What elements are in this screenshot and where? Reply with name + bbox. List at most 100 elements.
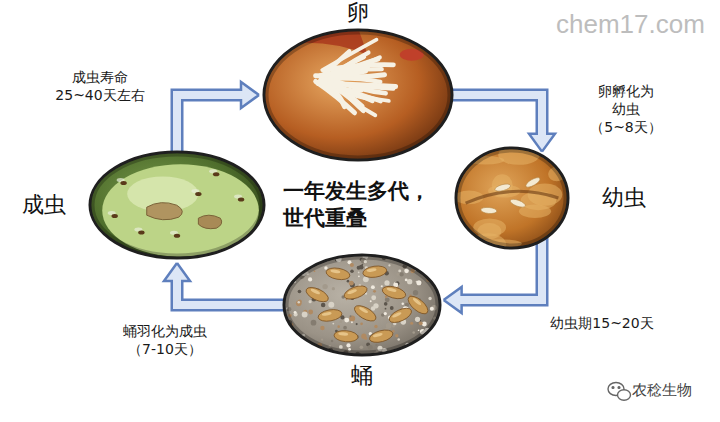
gravel [311, 320, 317, 326]
gravel [332, 323, 334, 325]
pupa-shine [412, 297, 422, 306]
gravel [412, 351, 416, 355]
pupa-shine [321, 312, 331, 317]
gravel [420, 348, 422, 350]
gravel [415, 317, 420, 322]
watermark: chem17.com [556, 8, 705, 42]
life-stage-circle: 蛹 [282, 253, 442, 357]
stage-name: 蛹 [351, 363, 373, 389]
larva-mark [494, 183, 511, 193]
gravel [281, 348, 284, 351]
gravel [358, 272, 360, 274]
fly-body [195, 192, 201, 196]
pupa-mark [387, 305, 413, 325]
arrow-shaft-fill [457, 95, 542, 135]
gravel [360, 322, 363, 325]
gravel [407, 279, 412, 284]
pupa-mark [342, 283, 368, 302]
gravel [332, 329, 334, 331]
gravel [349, 316, 355, 322]
pupa-shine [392, 311, 402, 318]
gravel [359, 265, 364, 270]
gravel [386, 323, 392, 329]
fly-body [213, 172, 219, 176]
circle-outline [284, 255, 440, 355]
gravel [435, 350, 439, 354]
gravel [364, 337, 367, 340]
gravel [411, 350, 413, 352]
gravel [405, 278, 408, 281]
gravel [306, 353, 310, 357]
pupa-mark [334, 330, 359, 343]
gravel [321, 303, 326, 308]
gravel [396, 273, 399, 276]
stage-name: 幼虫 [602, 185, 646, 211]
gravel [331, 340, 334, 343]
egg-mark [334, 57, 380, 75]
circle-outline [264, 30, 452, 160]
gravel [350, 315, 352, 317]
gravel [281, 253, 283, 255]
gravel [410, 322, 413, 325]
arrow-shaft-fill [177, 95, 243, 147]
gravel [350, 263, 354, 267]
cycle-arrow [457, 95, 555, 152]
gravel [384, 302, 388, 306]
cycle-arrow [177, 82, 259, 147]
photo-frame [454, 146, 570, 250]
arrow-shaft-outline [460, 244, 542, 300]
gravel [388, 264, 390, 266]
gravel [371, 306, 375, 310]
pupa-mark [405, 293, 430, 317]
pupa-mark [368, 328, 394, 345]
gravel [327, 322, 329, 324]
gravel [431, 335, 433, 337]
photo-larva [454, 145, 579, 257]
pupa-shine [338, 332, 348, 336]
gravel [440, 331, 443, 334]
gravel [339, 320, 342, 323]
gravel [289, 304, 292, 307]
gravel [308, 310, 313, 315]
wechat-icon [608, 383, 631, 401]
life-stage-circle: 成虫 [88, 150, 266, 260]
gravel [322, 284, 327, 289]
circle-outline [456, 148, 568, 248]
photo-frame [262, 28, 454, 162]
pupa-shine [373, 332, 383, 338]
gravel [435, 271, 439, 275]
circle-shadow [93, 155, 261, 255]
photo-egg [262, 28, 454, 162]
gravel [325, 352, 328, 355]
gravel [351, 321, 353, 323]
photo-frame [88, 150, 266, 260]
gravel [320, 326, 324, 330]
larva-mark [524, 176, 541, 189]
fly-body [138, 231, 144, 235]
gravel [418, 329, 420, 331]
edge-label: 成虫寿命 25~40天左右 [55, 68, 144, 104]
pupa-shine [358, 306, 368, 314]
gravel [339, 345, 343, 349]
gravel [404, 253, 407, 256]
gravel [360, 345, 364, 349]
gravel [397, 338, 400, 341]
gravel [384, 280, 389, 285]
gravel [438, 333, 443, 338]
cycle-arrow [164, 263, 279, 305]
gravel [433, 338, 437, 342]
gravel [395, 334, 398, 337]
gravel [371, 285, 375, 289]
gravel [358, 275, 360, 277]
arrow-shaft-outline [177, 95, 243, 147]
gravel [324, 266, 328, 270]
fly-body [120, 181, 126, 185]
gravel [283, 352, 285, 354]
gravel [302, 257, 305, 260]
gravel [356, 323, 358, 325]
gravel [373, 290, 376, 293]
chat-bubble [618, 390, 631, 400]
gravel [293, 301, 296, 304]
gravel [416, 280, 421, 285]
gravel [289, 254, 294, 259]
